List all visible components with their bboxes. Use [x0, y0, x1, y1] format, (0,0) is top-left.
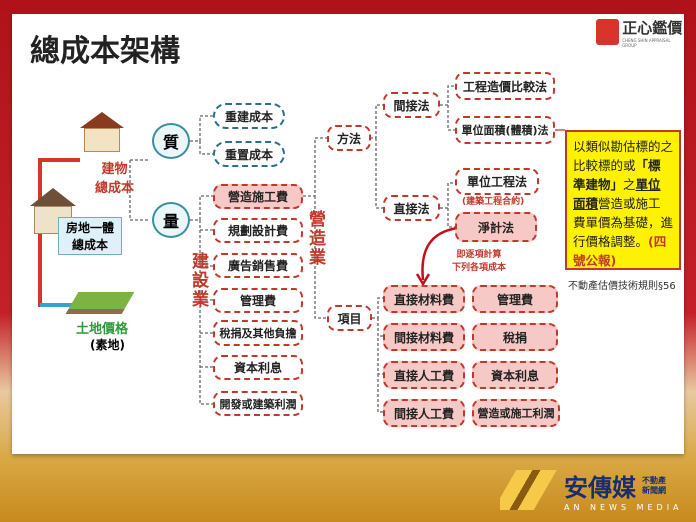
note-box: 以類似勘估標的之比較標的或「標準建物」之單位面積營造或施工費單價為基礎，進行價格…	[565, 130, 681, 270]
footer-en: AN NEWS MEDIA	[564, 503, 683, 512]
items-node: 項目	[327, 305, 372, 331]
indirect-material-fee: 間接材料費	[383, 323, 465, 351]
builder-label: 營造業	[305, 210, 325, 267]
capital-interest: 資本利息	[213, 355, 303, 380]
rebuild-cost: 重建成本	[213, 103, 285, 129]
development-profit: 開發或建築利潤	[213, 391, 303, 416]
item-tax: 稅捐	[472, 323, 558, 351]
footer-tag: 不動產 新聞網	[642, 475, 666, 495]
unit-work-method: 單位工程法	[455, 168, 539, 195]
indirect-labor-fee: 間接人工費	[383, 399, 465, 427]
unit-area-method: 單位面積(體積)法	[455, 116, 555, 144]
logo-mark-icon	[596, 19, 620, 45]
note-bold: 單位面積	[573, 177, 661, 211]
direct-labor-fee: 直接人工費	[383, 361, 465, 389]
an-logo-icon	[500, 470, 558, 510]
construction-fee: 營造施工費	[213, 184, 303, 209]
indirect-method: 間接法	[383, 92, 440, 118]
tax-burden: 稅捐及其他負擔	[213, 320, 303, 346]
advertising-fee: 廣告銷售費	[213, 253, 303, 278]
planning-design-fee: 規劃設計費	[213, 218, 303, 243]
note-text: 之	[623, 177, 636, 192]
building-house-icon	[80, 112, 124, 152]
note-ref: (四號公報)	[573, 234, 667, 268]
note-bold: 「標準建物」	[573, 158, 661, 192]
item-capital-interest: 資本利息	[472, 361, 558, 389]
page-title: 總成本架構	[30, 34, 180, 69]
construction-profit: 營造或施工利潤	[472, 399, 560, 427]
land-price-label: 土地價格	[76, 322, 129, 337]
replacement-cost: 重置成本	[213, 141, 285, 167]
note-text: 營造或施工費單價為基礎，進行價格調整。	[573, 196, 674, 249]
logo-name: 正心鑑價	[622, 18, 683, 37]
direct-material-fee: 直接材料費	[383, 285, 465, 313]
land-note: (素地)	[90, 338, 125, 352]
footer-brand: 安傳媒不動產 新聞網 AN NEWS MEDIA	[500, 468, 683, 512]
method-node: 方法	[327, 125, 371, 151]
item-management-fee: 管理費	[472, 285, 558, 313]
combined-total-cost-label: 房地一體 總成本	[58, 217, 122, 255]
unit-work-note: (建築工程合約)	[462, 197, 525, 207]
building-total-cost-label: 建物 總成本	[95, 162, 135, 196]
footer-brand-name: 安傳媒	[564, 474, 636, 502]
cost-comparison-method: 工程造價比較法	[455, 72, 555, 100]
management-fee: 管理費	[213, 288, 303, 313]
logo-sub: CHENG SHIN APPRAISAL GROUP	[622, 37, 671, 48]
quantity-node: 量	[152, 202, 190, 238]
net-method-note: 即逐項計算 下列各項成本	[452, 250, 507, 273]
quality-node: 質	[152, 123, 190, 159]
note-text: 以類似勘估標的之比較標的或	[573, 139, 674, 173]
net-method: 淨計法	[455, 212, 537, 242]
direct-method: 直接法	[383, 195, 440, 221]
source-note: 不動產估價技術規則§56	[568, 281, 676, 292]
developer-label: 建設業	[188, 252, 208, 309]
